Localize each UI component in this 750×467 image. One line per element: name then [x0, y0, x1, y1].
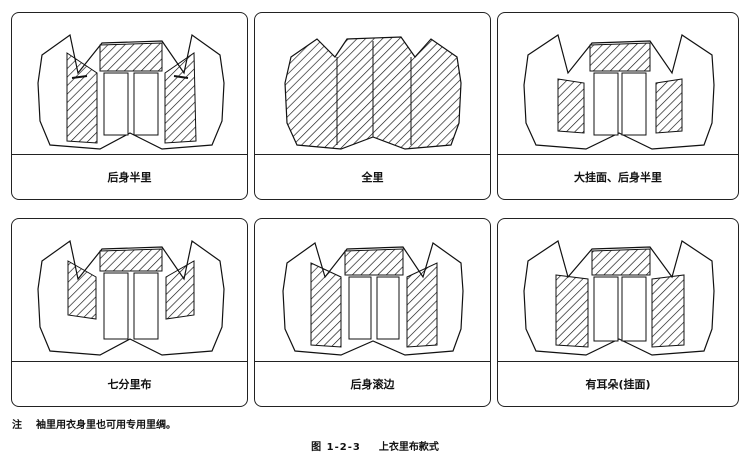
panel-ear-facing: 有耳朵(挂面) — [497, 218, 739, 407]
panel-caption: 大挂面、后身半里 — [498, 154, 738, 199]
jacket-half-back-lining-illustration — [37, 33, 225, 150]
footnote: 注 袖里用衣身里也可用专用里绸。 — [12, 416, 176, 431]
panel-seven-tenths-lining: 七分里布 — [11, 218, 248, 407]
figure-caption: 图 1-2-3 上衣里布款式 — [0, 438, 750, 453]
panel-caption: 七分里布 — [12, 361, 247, 406]
panel-large-facing-half-back: 大挂面、后身半里 — [497, 12, 739, 200]
panel-caption: 全里 — [255, 154, 490, 199]
panel-half-back-lining: 后身半里 — [11, 12, 248, 200]
figure-number: 图 1-2-3 — [311, 442, 361, 453]
footnote-lead: 注 — [12, 420, 22, 431]
panel-caption: 有耳朵(挂面) — [498, 361, 738, 406]
jacket-full-lining-illustration — [284, 36, 462, 150]
panel-bound-back: 后身滚边 — [254, 218, 491, 407]
jacket-seven-tenths-lining-illustration — [37, 239, 225, 356]
panel-caption: 后身半里 — [12, 154, 247, 199]
footnote-text: 袖里用衣身里也可用专用里绸。 — [36, 420, 176, 431]
jacket-ear-facing-illustration — [523, 240, 715, 356]
figure-title: 上衣里布款式 — [378, 442, 439, 453]
jacket-bound-back-illustration — [282, 242, 464, 356]
panel-full-lining: 全里 — [254, 12, 491, 200]
jacket-large-facing-half-back-illustration — [523, 34, 715, 150]
panel-caption: 后身滚边 — [255, 361, 490, 406]
